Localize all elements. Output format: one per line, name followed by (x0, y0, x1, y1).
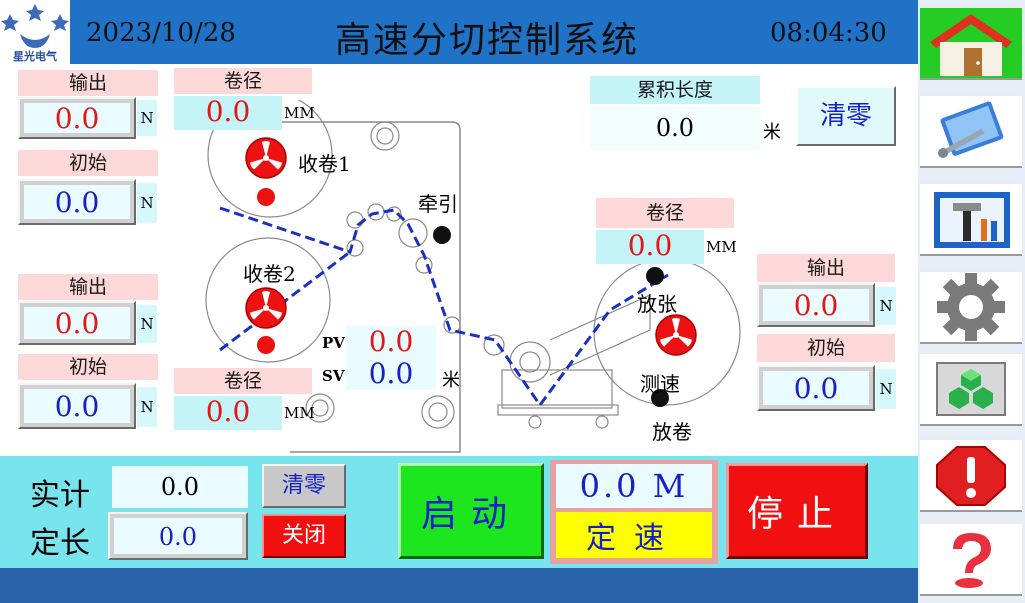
tools-icon (938, 101, 1004, 158)
unwind-output-value: 0.0 (763, 289, 869, 322)
machine-diagram (205, 100, 741, 453)
toolbox-icon (934, 192, 1010, 248)
winder1-initial-field[interactable]: 0.0 (18, 179, 136, 225)
winder2-diameter-label: 卷径 (174, 368, 312, 394)
winder1-initial-label: 初始 (18, 150, 158, 176)
winder2-output-unit: N (137, 305, 157, 343)
traction-label: 牵引 (418, 192, 458, 216)
actual-length-value: 0.0 (112, 466, 248, 508)
winder1-label: 收卷1 (298, 152, 351, 176)
unwind-output-label: 输出 (757, 254, 895, 282)
help-icon (953, 533, 991, 588)
cumulative-length-unit: 米 (763, 122, 781, 143)
stop-button[interactable]: 停止 (726, 463, 868, 559)
winder2-roll (205, 237, 331, 363)
unwind-diameter-value: 0.0 (596, 230, 704, 264)
winder1-output-unit: N (137, 100, 157, 136)
alarm-button[interactable] (920, 438, 1022, 512)
winder2-output-label: 输出 (18, 274, 158, 300)
winder2-initial-unit: N (137, 387, 157, 427)
speed-sensor (651, 389, 669, 407)
status-bar (0, 568, 918, 603)
winder2-status-dot (257, 336, 275, 354)
pv-value: 0.0 (346, 326, 436, 358)
winder1-diameter-label: 卷径 (174, 68, 312, 94)
toolbox-button[interactable] (920, 182, 1022, 256)
sv-label: SV (322, 367, 345, 385)
speed-value: 0.0 M (556, 464, 712, 508)
speed-label: 测速 (640, 372, 680, 396)
cubes-button[interactable] (920, 352, 1022, 426)
header-bar (0, 0, 918, 64)
winder1-output-field[interactable]: 0.0 (18, 97, 136, 139)
cumulative-length-label: 累积长度 (590, 76, 760, 104)
winder1-fan-icon (245, 137, 287, 179)
cubes-icon (936, 362, 1006, 416)
logo-icon (1, 4, 69, 48)
unwind-initial-field[interactable]: 0.0 (757, 365, 875, 411)
pv-label: PV (322, 334, 345, 352)
winder2-output-field[interactable]: 0.0 (18, 301, 136, 345)
fixed-length-close-button[interactable]: 关闭 (262, 514, 346, 558)
winder1-status-dot (257, 188, 275, 206)
fixed-length-value: 0.0 (114, 518, 242, 554)
home-icon (930, 14, 1012, 76)
winder2-diameter-unit: MM (284, 404, 315, 422)
winder1-initial-value: 0.0 (24, 185, 130, 219)
tension-label: 放张 (637, 292, 677, 316)
home-button[interactable] (920, 6, 1022, 80)
unwind-initial-value: 0.0 (763, 371, 869, 405)
tools-button[interactable] (920, 94, 1022, 168)
unwind-diameter-unit: MM (706, 238, 737, 256)
header-date: 2023/10/28 (86, 18, 236, 48)
actual-clear-button[interactable]: 清零 (262, 464, 346, 508)
winder1-output-value: 0.0 (24, 103, 130, 135)
winder2-output-value: 0.0 (24, 307, 130, 340)
start-button[interactable]: 启动 (398, 463, 544, 559)
page-title: 高速分切控制系统 (335, 20, 640, 61)
speed-mode-button[interactable]: 定速 (556, 512, 712, 558)
winder1-roll (207, 100, 333, 218)
help-button[interactable] (920, 522, 1022, 596)
winder2-initial-value: 0.0 (24, 389, 130, 423)
actual-length-label: 实计 (30, 478, 90, 513)
winder2-initial-label: 初始 (18, 354, 158, 380)
unwind-output-unit: N (876, 287, 896, 325)
pvsv-unit: 米 (442, 370, 460, 391)
winder2-diameter-value: 0.0 (174, 396, 282, 430)
logo: 星光电气 (0, 0, 70, 64)
sv-value: 0.0 (346, 358, 436, 390)
fixed-length-field[interactable]: 0.0 (108, 512, 248, 560)
gear-icon (937, 273, 1005, 341)
cumulative-length-value: 0.0 (590, 106, 760, 150)
winder1-diameter-value: 0.0 (174, 96, 282, 130)
winder2-label: 收卷2 (243, 262, 296, 286)
unwind-fan-icon (655, 314, 697, 356)
tension-sensor (646, 267, 664, 285)
unwind-diameter-label: 卷径 (596, 198, 734, 228)
unwind-output-field[interactable]: 0.0 (757, 283, 875, 327)
winder2-initial-field[interactable]: 0.0 (18, 383, 136, 429)
winder2-fan-icon (245, 287, 287, 329)
unwind-label: 放卷 (652, 420, 692, 444)
cumulative-clear-button[interactable]: 清零 (796, 86, 896, 146)
unwind-initial-unit: N (876, 369, 896, 409)
winder1-initial-unit: N (137, 183, 157, 223)
fixed-length-label: 定长 (30, 526, 90, 561)
traction-roller (433, 226, 451, 244)
winder1-output-label: 输出 (18, 70, 158, 96)
alarm-icon (936, 446, 1006, 506)
unwind-initial-label: 初始 (757, 334, 895, 362)
header-time: 08:04:30 (770, 18, 887, 48)
winder1-diameter-unit: MM (284, 104, 315, 122)
settings-button[interactable] (920, 270, 1022, 344)
logo-text: 星光电气 (13, 50, 57, 63)
